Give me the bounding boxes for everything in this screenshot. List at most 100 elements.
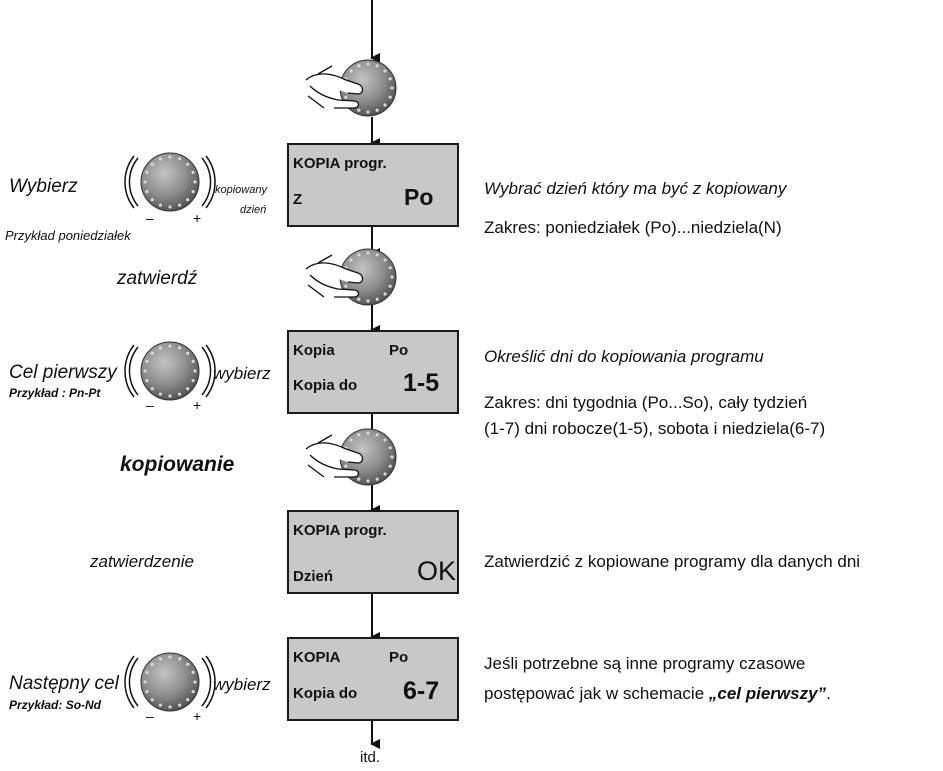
step2-range-line2: (1-7) dni robocze(1-5), sobota i niedzie…: [484, 419, 826, 438]
dial2-caption: wybierz: [213, 364, 271, 383]
step4-description-line1: Jeśli potrzebne są inne programy czasowe: [484, 654, 806, 673]
lcd-line1: KOPIA progr.: [293, 155, 387, 172]
knob-rivet: [388, 464, 392, 468]
dial1-caption-right: dzień: [240, 204, 267, 216]
knob-rivet: [383, 103, 387, 107]
knob-rivet: [145, 379, 149, 383]
rotary-knob-2: [124, 341, 216, 401]
lcd-value: OK: [417, 556, 457, 586]
confirm-label: zatwierdź: [117, 268, 198, 289]
lcd-line1-value: Po: [389, 649, 409, 666]
knob-rivet: [158, 392, 162, 396]
knob-rivet: [366, 479, 370, 483]
lcd-line1: Kopia: [293, 342, 335, 359]
lcd-value: Po: [404, 184, 434, 210]
knob-rivet: [366, 431, 370, 435]
knob-rivet: [383, 438, 387, 442]
knob-rivet: [383, 472, 387, 476]
dial2-minus: –: [146, 397, 154, 413]
knob-rivet: [193, 369, 197, 373]
knob-rivet: [193, 680, 197, 684]
knob-rivet: [191, 379, 195, 383]
knob-rivet: [383, 292, 387, 296]
knob-rivet: [168, 155, 172, 159]
step4-example: Przykład: So-Nd: [9, 698, 102, 712]
lcd-value: 1-5: [403, 369, 440, 397]
knob-rivet: [375, 433, 379, 437]
knob-rivet: [158, 157, 162, 161]
rotary-knob-1: [124, 152, 216, 212]
knob-rivet: [344, 464, 348, 468]
knob-rivet: [191, 670, 195, 674]
knob-rivet: [390, 86, 394, 90]
step1-description: Wybrać dzień który ma być z kopiowany: [484, 179, 787, 198]
dial1-plus: +: [193, 210, 202, 226]
knob-rivet: [145, 690, 149, 694]
knob-rivet: [383, 69, 387, 73]
dial1-minus: –: [146, 210, 154, 226]
hand-icon: [305, 254, 364, 298]
press-knob-3: [305, 428, 397, 486]
knob-rivet: [158, 203, 162, 207]
knob-rivet: [186, 698, 190, 702]
knob-rivet: [145, 670, 149, 674]
step2-example: Przykład : Pn-Pt: [9, 386, 101, 400]
knob-rivet: [357, 253, 361, 257]
lcd-line1: KOPIA progr.: [293, 522, 387, 539]
knob-rivet: [150, 698, 154, 702]
knob-rivet: [150, 351, 154, 355]
step2-label: Cel pierwszy: [9, 362, 117, 383]
knob-rivet: [178, 657, 182, 661]
knob-rivet: [366, 110, 370, 114]
knob-rivet: [349, 258, 353, 262]
knob-rivet: [178, 703, 182, 707]
press-knob-1: [305, 59, 397, 117]
knob-rivet: [150, 387, 154, 391]
lcd-panel-1: KOPIA progr. Z Po: [287, 143, 459, 227]
knob-rivet: [168, 394, 172, 398]
dial3-plus: +: [193, 708, 202, 724]
step4-description-suffix: .: [826, 684, 831, 703]
knob-rivet: [168, 655, 172, 659]
knob-rivet: [366, 299, 370, 303]
knob-rivet: [186, 387, 190, 391]
knob-rivet: [168, 705, 172, 709]
knob-rivet: [143, 180, 147, 184]
knob-rivet: [390, 275, 394, 279]
knob-rivet: [388, 284, 392, 288]
knob-rivet: [168, 205, 172, 209]
knob-rivet: [191, 190, 195, 194]
lcd-line2: Kopia do: [293, 377, 358, 394]
knob-rivet: [193, 180, 197, 184]
knob-rivet: [178, 157, 182, 161]
step3-description: Zatwierdzić z kopiowane programy dla dan…: [484, 552, 861, 571]
knob-rivet: [357, 477, 361, 481]
knob-rivet: [178, 392, 182, 396]
knob-rivet: [143, 680, 147, 684]
knob-rivet: [178, 346, 182, 350]
lcd-line2: Z: [293, 191, 303, 208]
lcd-panel-3: KOPIA progr. Dzień OK: [287, 510, 459, 594]
knob-rivet: [366, 251, 370, 255]
knob-rivet: [383, 258, 387, 262]
knob-rivet: [349, 69, 353, 73]
knob-rivet: [388, 266, 392, 270]
knob-rivet: [158, 657, 162, 661]
knob-rivet: [186, 662, 190, 666]
lcd-panel-2: Kopia Po Kopia do 1-5: [287, 330, 459, 414]
knob-rivet: [349, 438, 353, 442]
knob-rivet: [186, 162, 190, 166]
knob-rivet: [388, 77, 392, 81]
dial3-minus: –: [146, 708, 154, 724]
lcd-line2: Dzień: [293, 568, 334, 585]
end-label: itd.: [360, 749, 381, 766]
knob-rivet: [375, 64, 379, 68]
knob-rivet: [168, 344, 172, 348]
knob-rivet: [145, 190, 149, 194]
knob-rivet: [357, 297, 361, 301]
knob-rivet: [344, 284, 348, 288]
knob-rivet: [186, 351, 190, 355]
step4-description-line2: postępować jak w schemacie „cel pierwszy…: [484, 684, 831, 704]
step1-label: Wybierz: [9, 176, 78, 197]
